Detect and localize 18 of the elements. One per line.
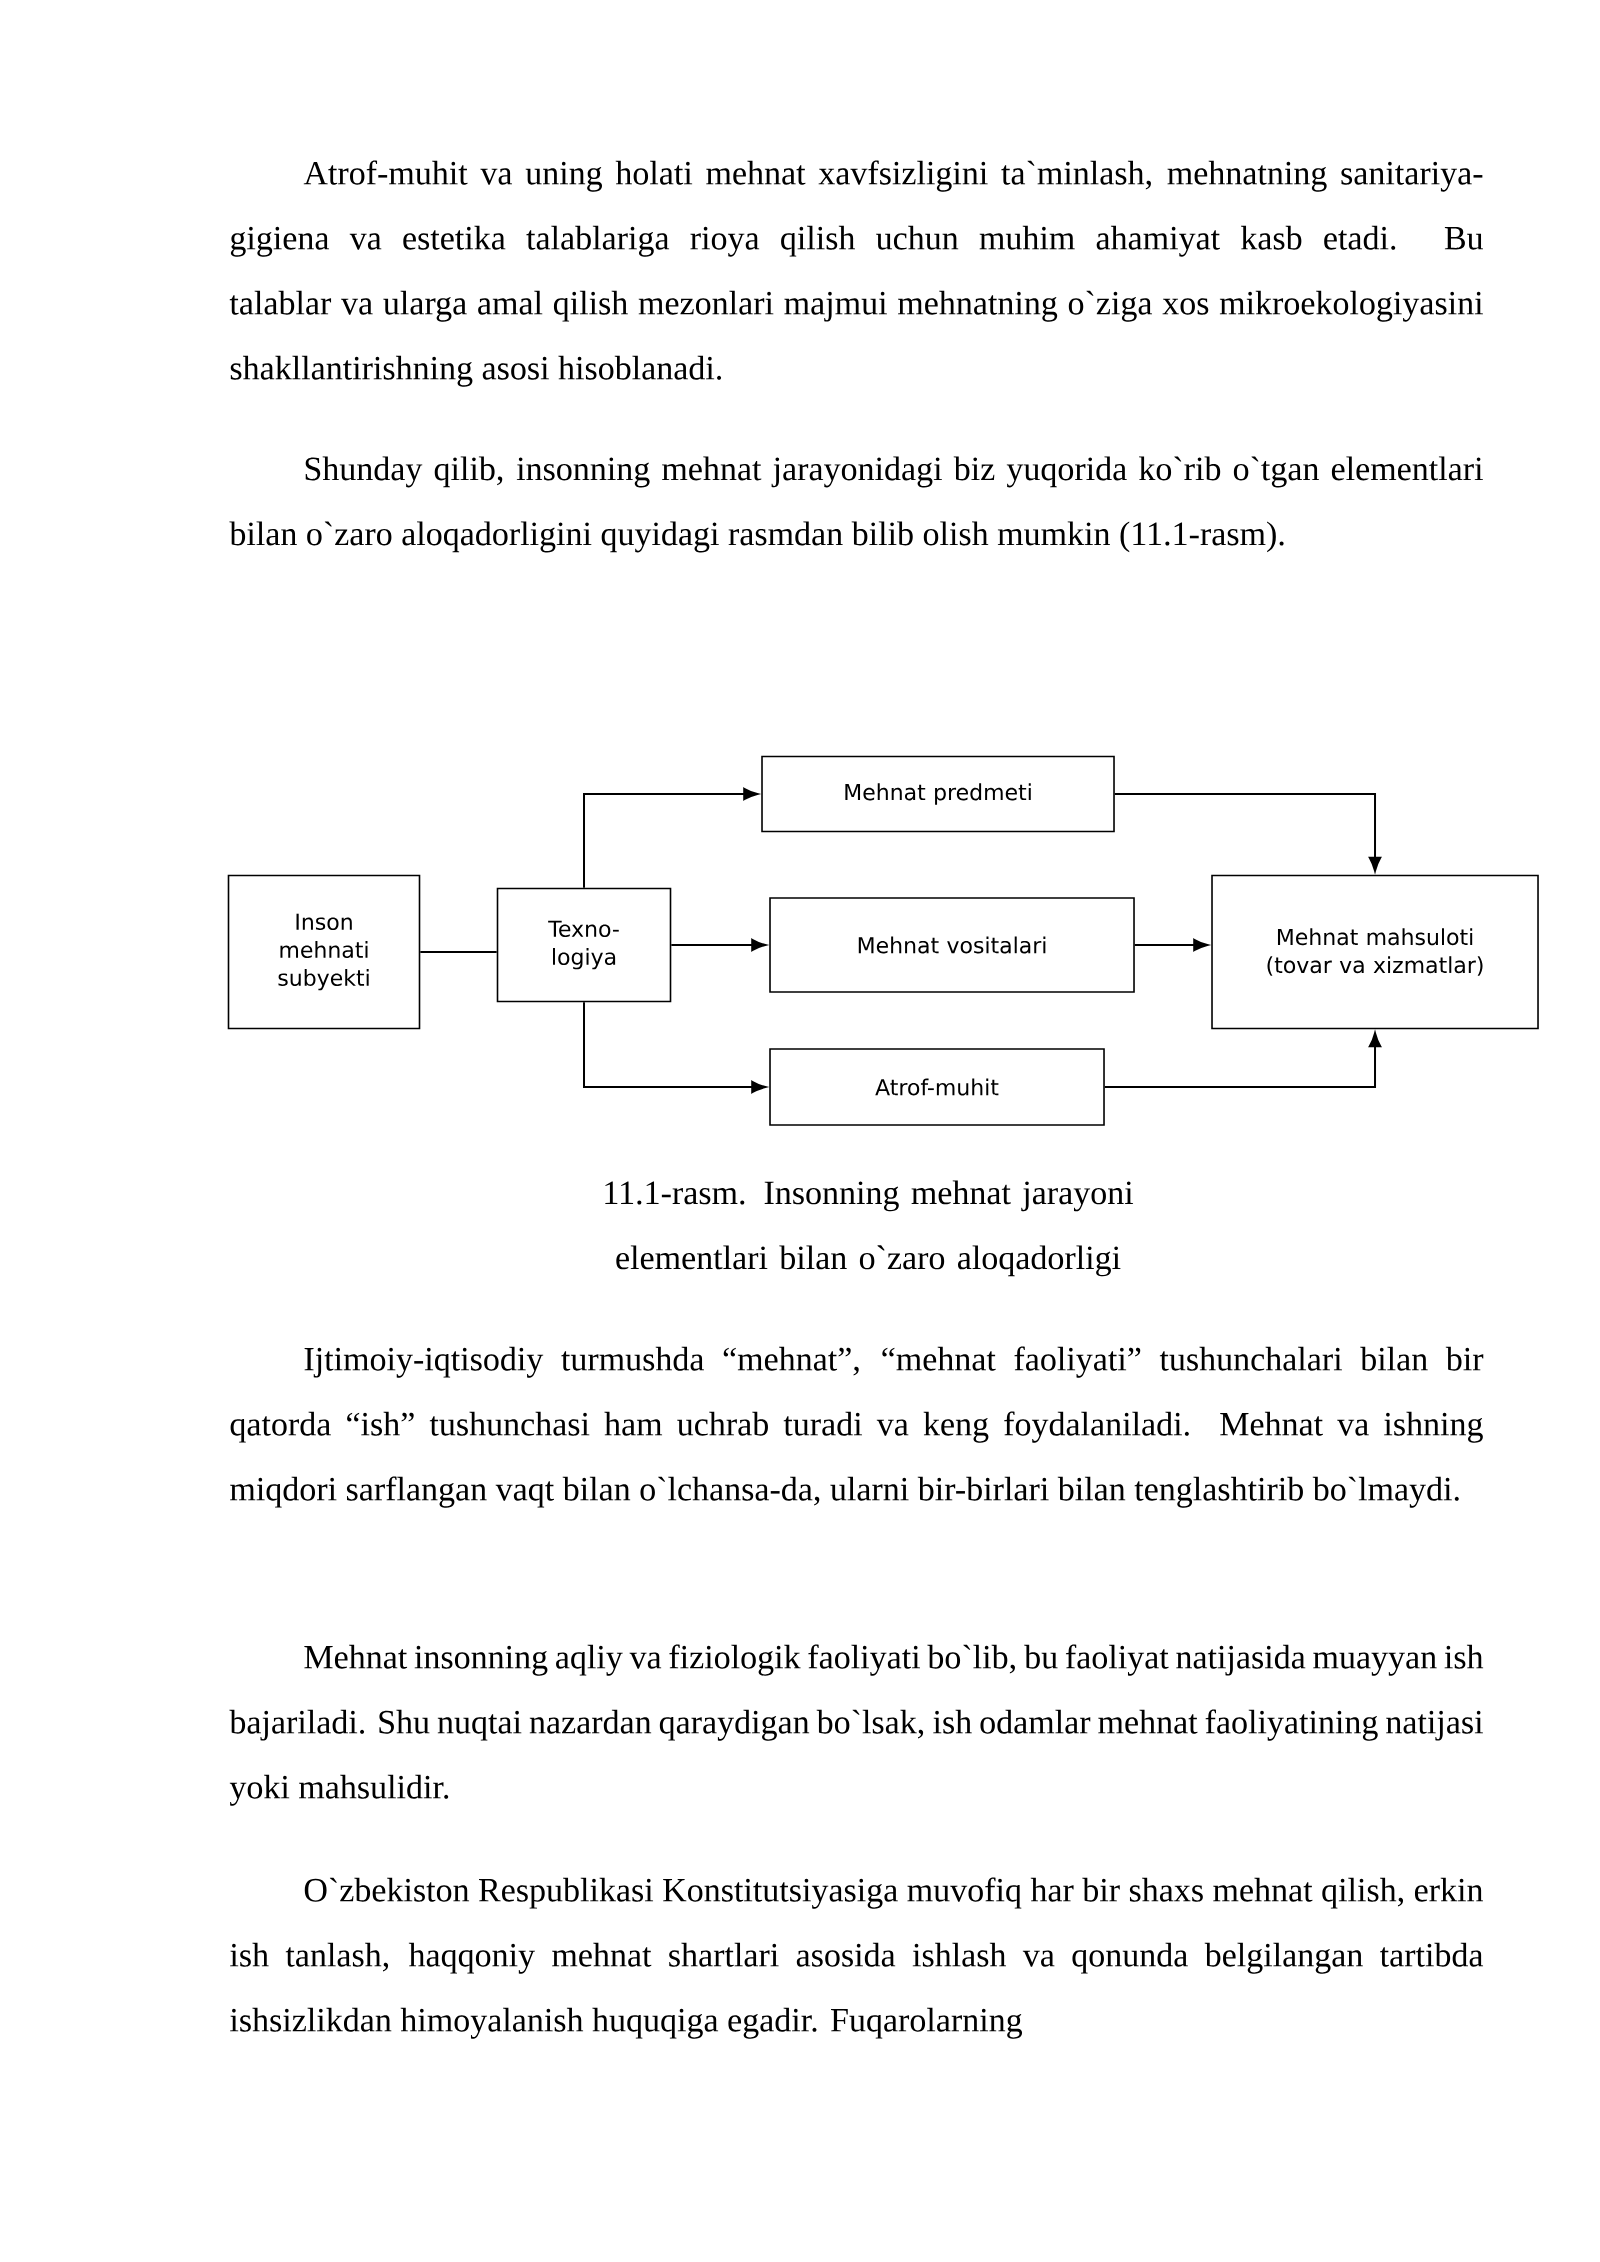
arrow: [670, 938, 767, 952]
arrow: [1103, 1032, 1382, 1088]
result-box: Mehnat mahsuloti (tovar va xizmatlar): [1211, 874, 1539, 1030]
paragraph: Shunday qilib, insonning mehnat jarayonidagi biz yuqorida ko`rib o`tgan elementlari bilan o`zaro aloqadorligini quyidagi rasmdan bilib olish mumkin (11.1-rasm).: [229, 456, 1483, 553]
arrow: [583, 1001, 767, 1094]
process-box: Mehnat vositalari: [769, 897, 1135, 993]
arrow: [1133, 938, 1209, 952]
paragraph: Atrof-muhit va uning holati mehnat xavfsizligini ta`minlash, mehnatning sanitariya-gigiena va estetika talablariga rioya qilish uchun muhim ahamiyat kasb etadi. Bu talablar va ularga amal qilish mezonlari majmui mehnatning o`ziga xos mikroekologiyasini shakllantirishning asosi hisoblanadi.: [229, 160, 1483, 387]
arrow: [1113, 793, 1382, 872]
paragraph: Mehnat insonning aqliy va fiziologik faoliyati bo`lib, bu faoliyat natijasida muayyan ish bajariladi. Shu nuqtai nazardan qaraydigan bo`lsak, ish odamlar mehnat faoliyatining natijasi yoki mahsulidir.: [229, 1644, 1484, 1806]
process-box: Atrof-muhit: [769, 1048, 1105, 1126]
process-box: Mehnat predmeti: [761, 755, 1115, 833]
arrow: [583, 787, 759, 889]
paragraph: Ijtimoiy-iqtisodiy turmushda “mehnat”, “mehnat faoliyati” tushunchalari bilan bir qatorda “ish” tushunchasi ham uchrab turadi va keng foydalaniladi. Mehnat va ishning miqdori sarflangan vaqt bilan o`lchansa-da, ularni bir-birlari bilan tenglashtirib bo`lmaydi.: [230, 1346, 1484, 1508]
paragraph: O`zbekiston Respublikasi Konstitutsiyasiga muvofiq har bir shaxs mehnat qilish, erkin ish tanlash, haqqoniy mehnat shartlari asosida ishlash va qonunda belgilangan tartibda ishsizlikdan himoyalanish huquqiga egadir. Fuqarolarning: [230, 1877, 1484, 2039]
process-box: Texno-logiya: [496, 887, 672, 1003]
process-box: Inson mehnati subyekti: [227, 874, 421, 1030]
caption: 11.1-rasm. Insonning mehnat jarayoni elementlari bilan o`zaro aloqadorligi: [605, 1180, 1134, 1277]
